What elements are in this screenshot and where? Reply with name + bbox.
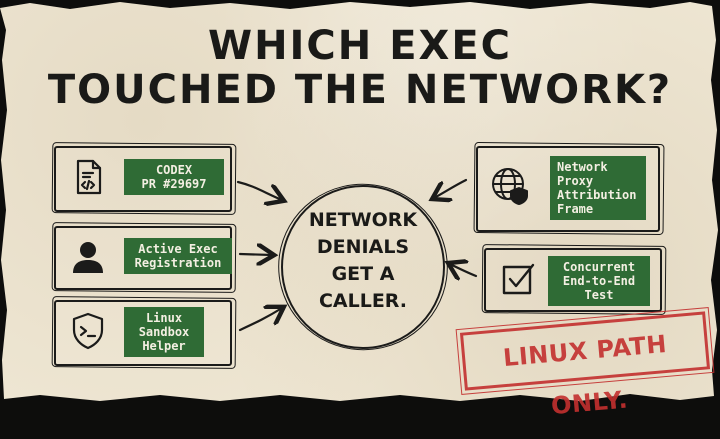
center-message-text: NETWORK DENIALS GET A CALLER.: [308, 209, 418, 312]
globe-shield-icon: [486, 164, 534, 208]
arrow-network-proxy: [434, 178, 468, 198]
code-file-icon: [64, 155, 112, 199]
card-network-proxy: Network Proxy Attribution Frame: [476, 146, 660, 232]
card-active-exec: Active Exec Registration: [54, 226, 232, 290]
checkbox-icon: [494, 257, 542, 301]
card-label-codex-pr: CODEX PR #29697: [124, 159, 224, 195]
arrow-concurrent-test: [450, 264, 478, 276]
arrow-codex: [236, 180, 282, 200]
center-circle: NETWORK DENIALS GET A CALLER.: [281, 185, 445, 349]
connector-arrows: [236, 178, 478, 332]
card-label-network-proxy: Network Proxy Attribution Frame: [550, 156, 646, 220]
person-icon: [64, 235, 112, 279]
title-line-1: WHICH EXEC: [207, 23, 513, 69]
card-linux-sandbox: Linux Sandbox Helper: [54, 300, 232, 366]
card-concurrent-test: Concurrent End-to-End Test: [484, 248, 662, 312]
card-codex-pr: CODEX PR #29697: [54, 146, 232, 212]
center-message: NETWORK DENIALS GET A CALLER.: [283, 207, 443, 315]
arrow-linux-sandbox: [238, 308, 282, 332]
terminal-shield-icon: [64, 309, 112, 353]
arrow-active-exec: [238, 254, 272, 255]
card-label-concurrent-test: Concurrent End-to-End Test: [548, 256, 650, 306]
title-line-2: TOUCHED THE NETWORK?: [47, 67, 673, 113]
card-label-active-exec: Active Exec Registration: [124, 238, 232, 274]
card-label-linux-sandbox: Linux Sandbox Helper: [124, 307, 204, 357]
